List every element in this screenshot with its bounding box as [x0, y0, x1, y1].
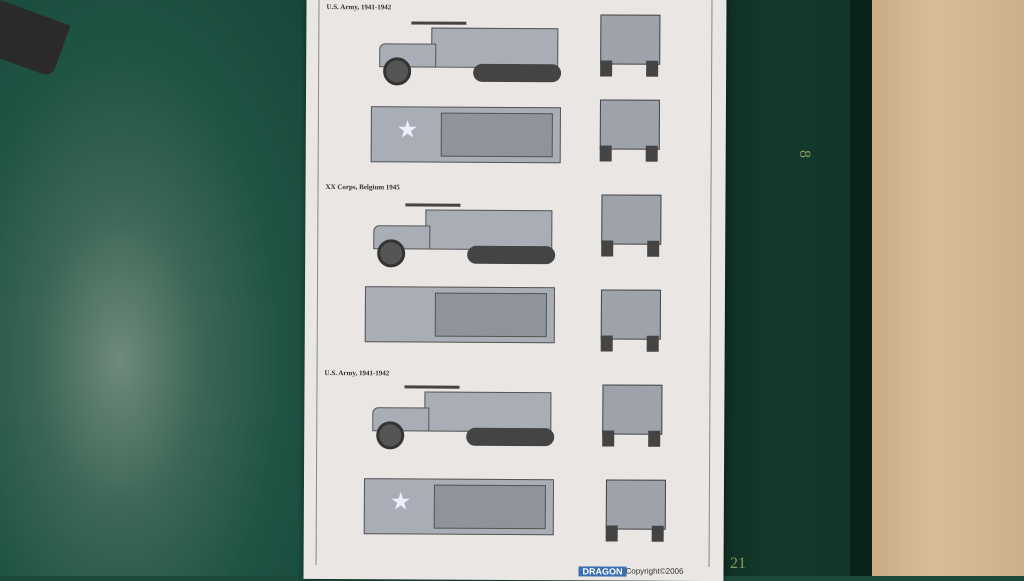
instruction-sheet: U.S. Army, 1941-1942 XX Corps, Belgium 1… [303, 0, 727, 581]
halftrack-rear-view [594, 91, 664, 163]
scheme-caption: XX Corps, Belgium 1945 [325, 183, 400, 192]
halftrack-top-view [355, 278, 556, 349]
cutting-mat-right [720, 0, 860, 576]
cutting-mat-left [0, 0, 310, 576]
mat-edge [850, 0, 872, 576]
scheme-caption: U.S. Army, 1941-1942 [326, 3, 392, 12]
halftrack-top-view: ★ [361, 98, 561, 169]
copyright-text: Copyright©2006 [625, 566, 684, 576]
halftrack-rear-view [595, 281, 665, 353]
halftrack-side-view [361, 13, 562, 89]
halftrack-front-view [594, 6, 664, 78]
halftrack-side-view [354, 377, 555, 453]
halftrack-side-view [355, 195, 556, 271]
halftrack-top-view: ★ [354, 470, 554, 541]
mat-number: 21 [730, 555, 746, 572]
halftrack-front-view [595, 186, 665, 258]
mat-number: 8 [796, 150, 813, 158]
scheme-caption: U.S. Army, 1941-1942 [324, 369, 390, 378]
halftrack-front-view [596, 376, 666, 448]
dragon-logo: DRAGON [578, 566, 627, 577]
halftrack-rear-view [600, 471, 670, 543]
wooden-table [872, 0, 1024, 576]
